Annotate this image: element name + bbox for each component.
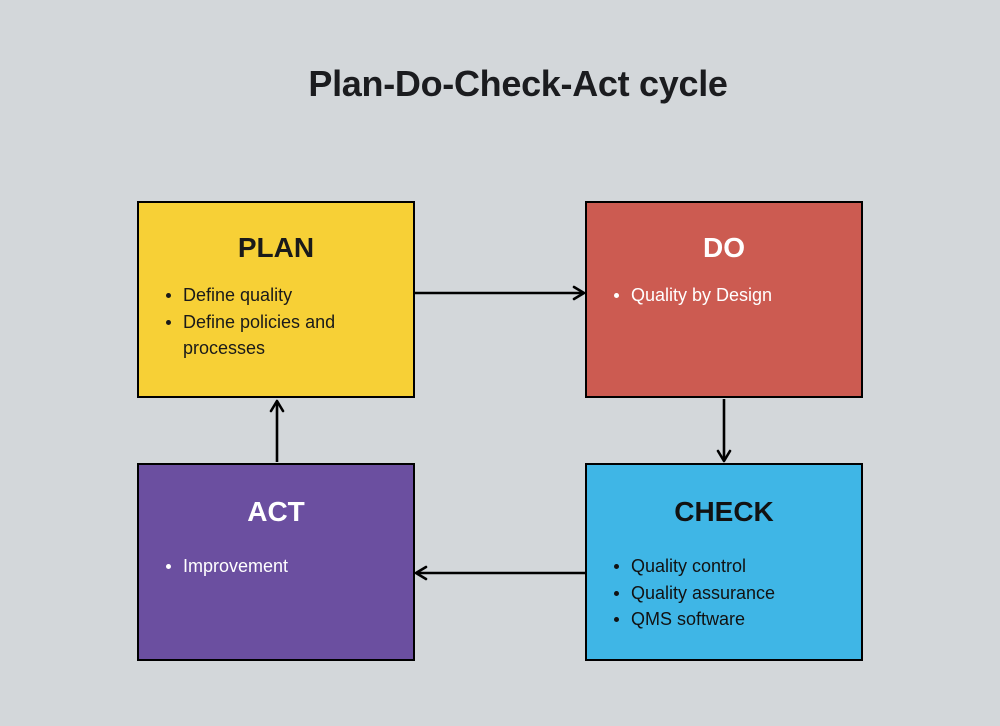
node-check: CHECK Quality control Quality assurance …	[585, 463, 863, 661]
node-plan-title: PLAN	[237, 232, 315, 263]
node-plan: PLAN Define quality Define policies and …	[137, 201, 415, 398]
list-item: Quality assurance	[587, 580, 851, 607]
list-item: Improvement	[139, 553, 403, 580]
list-item: Define quality	[139, 282, 403, 309]
node-do-title: DO	[703, 232, 745, 263]
node-plan-items: Define quality Define policies and proce…	[139, 282, 403, 362]
list-item: Define policies and processes	[139, 309, 403, 362]
node-act-items: Improvement	[139, 553, 403, 580]
list-item: Quality by Design	[587, 282, 851, 309]
node-do: DO Quality by Design	[585, 201, 863, 398]
node-do-items: Quality by Design	[587, 282, 851, 309]
node-act: ACT Improvement	[137, 463, 415, 661]
node-check-items: Quality control Quality assurance QMS so…	[587, 553, 851, 633]
node-act-title: ACT	[247, 496, 305, 527]
list-item: Quality control	[587, 553, 851, 580]
list-item: QMS software	[587, 606, 851, 633]
node-check-title: CHECK	[674, 496, 774, 527]
diagram-title: Plan-Do-Check-Act cycle	[308, 63, 728, 104]
